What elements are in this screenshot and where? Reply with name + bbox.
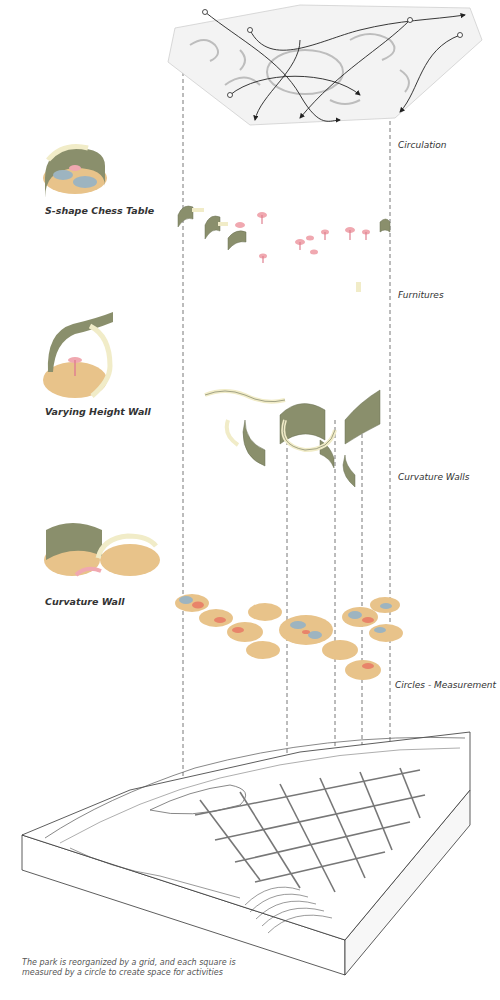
caption: The park is reorganized by a grid, and e… (22, 958, 237, 979)
layer-label: Circles - Measurement (395, 680, 496, 690)
component-title: Curvature Wall (45, 596, 125, 607)
layer-label: Furnitures (398, 290, 444, 300)
layer-label: Curvature Walls (398, 472, 469, 482)
component-title: S-shape Chess Table (45, 205, 154, 216)
component-title: Varying Height Wall (45, 406, 151, 417)
layer-label: Circulation (398, 140, 446, 150)
